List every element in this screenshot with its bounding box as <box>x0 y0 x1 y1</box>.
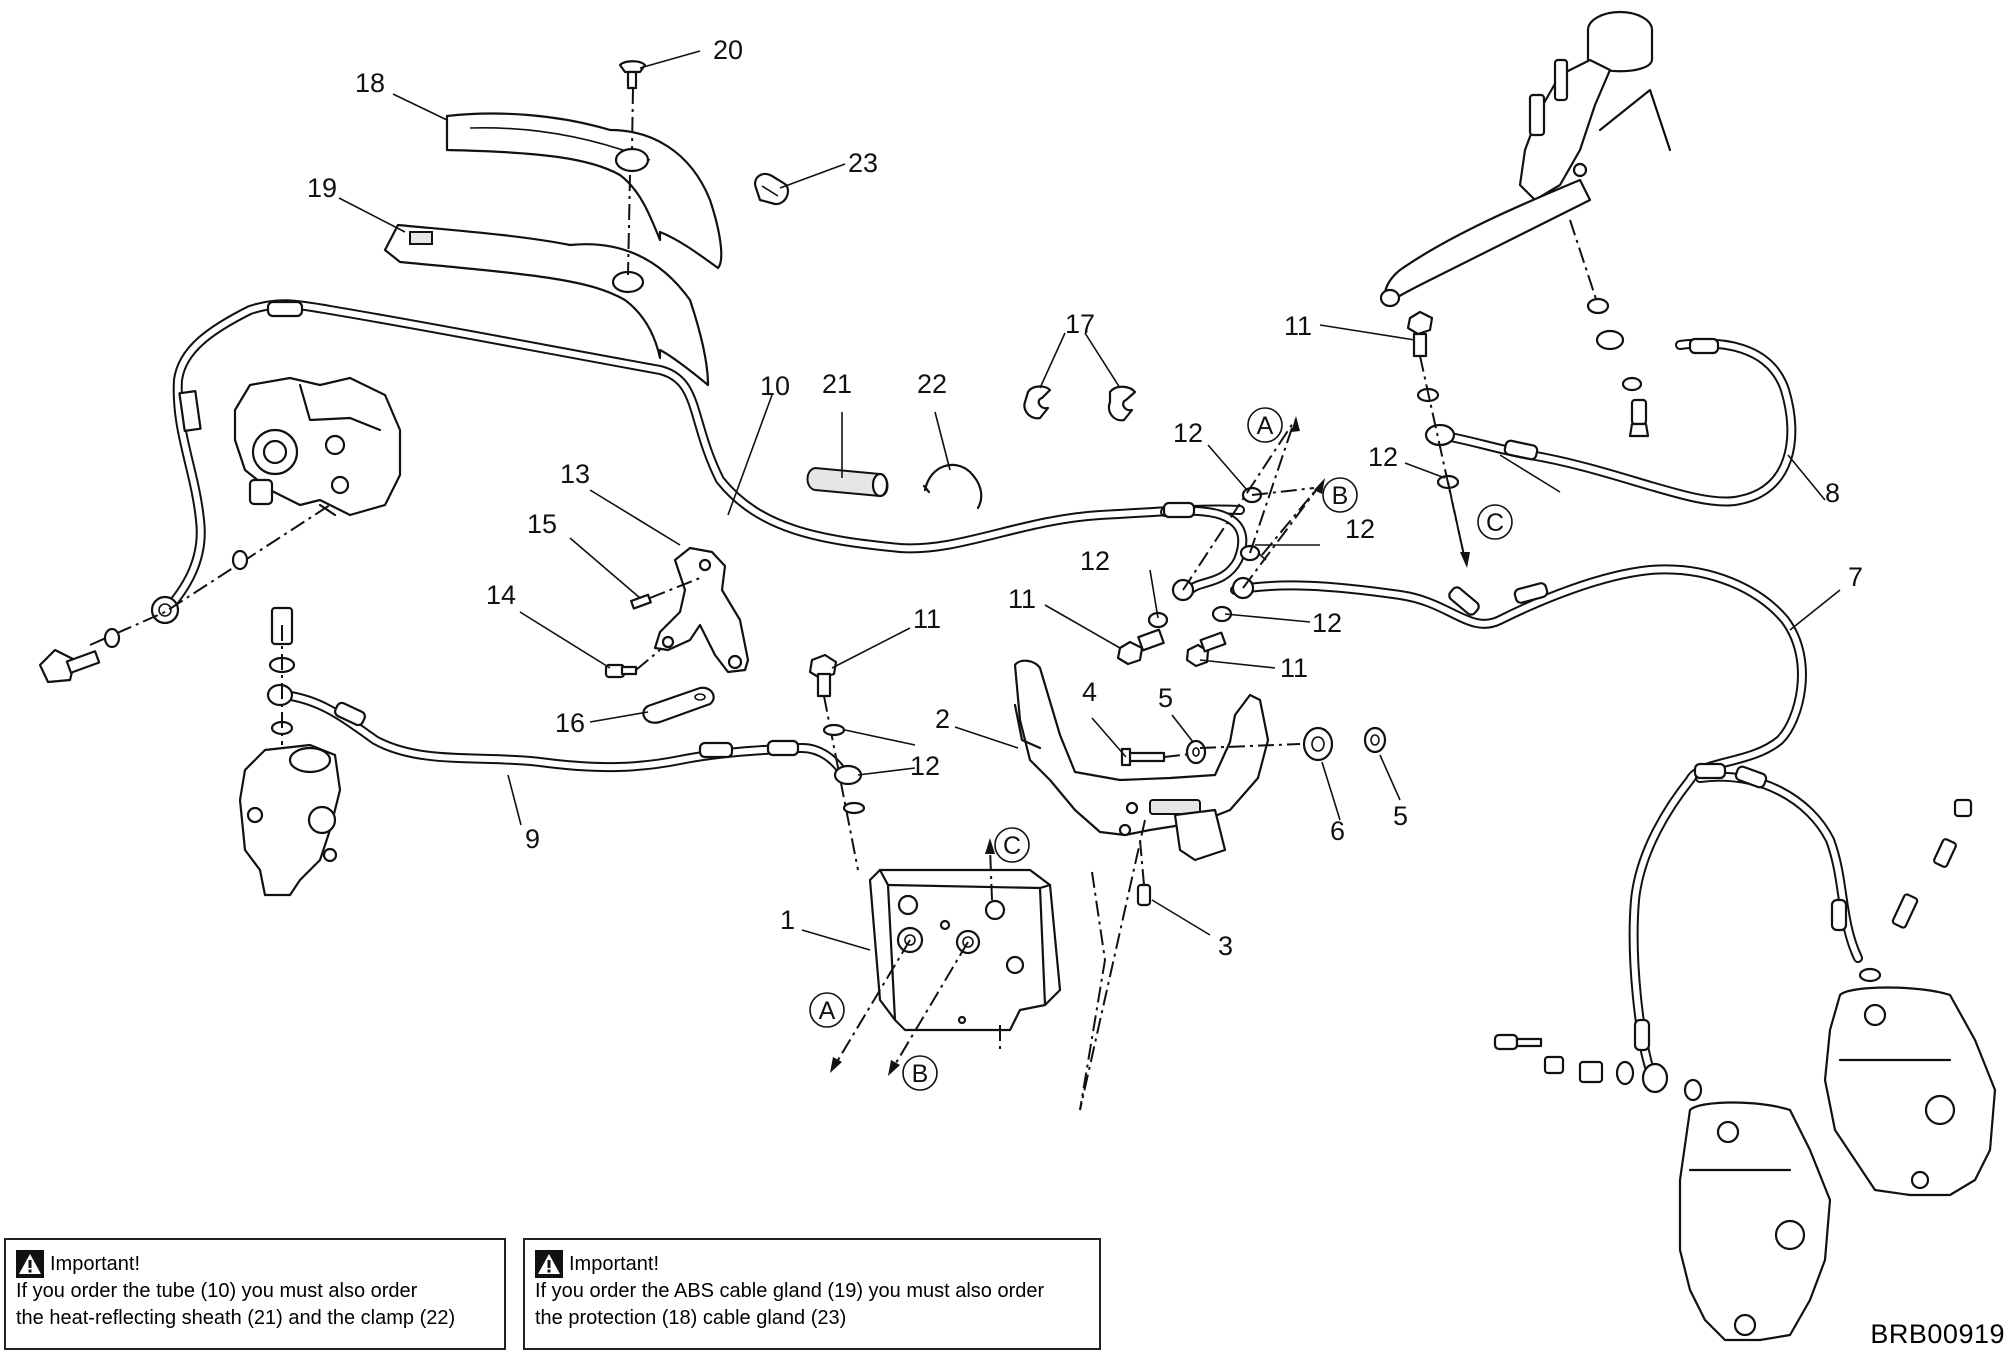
callout-14: 14 <box>486 580 516 610</box>
callout-3: 3 <box>1218 931 1233 961</box>
washer-5a <box>1185 739 1207 765</box>
rear-caliper <box>233 376 402 517</box>
protection-18 <box>445 112 723 270</box>
notice-header: Important! <box>16 1250 494 1278</box>
banjo-bolt-11-right <box>1406 310 1466 561</box>
clip-16 <box>642 686 715 724</box>
notice-text: If you order the ABS cable gland (19) yo… <box>535 1280 1045 1329</box>
banjo-bolt-11-left <box>808 653 866 871</box>
abs-bracket-2 <box>1013 659 1270 862</box>
clamp-23 <box>754 172 790 206</box>
callout-19: 19 <box>307 173 337 203</box>
screw-3 <box>1136 839 1152 907</box>
callout-5b: 5 <box>1393 801 1408 831</box>
rear-master-cylinder <box>238 606 342 897</box>
washer-5b <box>1363 726 1387 754</box>
drawing-code: BRB00919 <box>1870 1319 2005 1349</box>
grommet-6 <box>1199 726 1334 762</box>
callout-15: 15 <box>527 509 557 539</box>
callout-23: 23 <box>848 148 878 178</box>
svg-text:C: C <box>1486 509 1504 537</box>
callout-18: 18 <box>355 68 385 98</box>
front-caliper-right <box>1823 986 1997 1197</box>
notice-header: Important! <box>535 1250 1089 1278</box>
connection-letter-c-bottom: C <box>994 827 1030 863</box>
svg-text:B: B <box>912 1060 929 1088</box>
abs-control-unit-1 <box>868 868 1062 1032</box>
rear-caliper-banjo <box>38 504 331 684</box>
callout-12f: 12 <box>910 751 940 781</box>
screw-14 <box>604 649 661 679</box>
leader-lines <box>338 50 1841 951</box>
callout-12e: 12 <box>1312 608 1342 638</box>
svg-text:C: C <box>1003 832 1021 860</box>
notice-text: If you order the tube (10) you must also… <box>16 1280 456 1329</box>
brake-line-10 <box>160 299 1248 617</box>
callout-1: 1 <box>780 905 795 935</box>
callout-21: 21 <box>822 369 852 399</box>
connection-letter-a-bottom: A <box>809 992 845 1028</box>
callout-10: 10 <box>760 371 790 401</box>
svg-text:A: A <box>819 997 836 1025</box>
brake-line-8 <box>1435 337 1797 507</box>
callout-11d: 11 <box>1280 653 1308 683</box>
callout-7: 7 <box>1848 562 1863 592</box>
callout-12b: 12 <box>1368 442 1398 472</box>
svg-text:A: A <box>1257 412 1274 440</box>
front-master-cylinder <box>1379 10 1672 438</box>
callout-16: 16 <box>555 708 585 738</box>
callout-17: 17 <box>1065 309 1095 339</box>
callout-20: 20 <box>713 35 743 65</box>
svg-text:B: B <box>1332 482 1349 510</box>
front-caliper-left <box>1678 1101 1832 1342</box>
callout-13: 13 <box>560 459 590 489</box>
brake-line-9 <box>280 690 850 780</box>
clamp-22 <box>922 463 983 510</box>
connection-arrows <box>830 416 1470 1111</box>
connection-letter-c-top: C <box>1477 504 1513 540</box>
callout-11c: 11 <box>1008 584 1036 614</box>
warning-triangle-icon <box>16 1250 44 1278</box>
callout-12c: 12 <box>1345 514 1375 544</box>
connection-letter-a-top: A <box>1247 407 1283 443</box>
screw-20 <box>618 60 647 276</box>
callout-12a: 12 <box>1173 418 1203 448</box>
warning-triangle-icon <box>535 1250 563 1278</box>
connection-letter-b-top: B <box>1322 477 1358 513</box>
callout-22: 22 <box>917 369 947 399</box>
important-notice-cable-gland: Important! If you order the ABS cable gl… <box>523 1238 1101 1350</box>
connection-letter-b-bottom: B <box>902 1055 938 1091</box>
heat-sheath-21 <box>806 466 889 498</box>
clips-17 <box>1023 385 1137 422</box>
callout-6: 6 <box>1330 816 1345 846</box>
callout-8: 8 <box>1825 478 1840 508</box>
abs-cable-gland-19 <box>383 223 710 387</box>
callout-5a: 5 <box>1158 683 1173 713</box>
callout-11b: 11 <box>913 604 941 634</box>
callout-2: 2 <box>935 704 950 734</box>
callout-11a: 11 <box>1284 311 1312 341</box>
brake-line-7 <box>1230 564 1863 1075</box>
bleed-screws-front <box>1493 798 1973 1102</box>
callout-12d: 12 <box>1080 546 1110 576</box>
important-notice-tube: Important! If you order the tube (10) yo… <box>4 1238 506 1350</box>
callout-4: 4 <box>1082 677 1097 707</box>
notice-title: Important! <box>569 1252 660 1275</box>
bracket-13 <box>653 546 750 674</box>
callout-9: 9 <box>525 824 540 854</box>
notice-title: Important! <box>50 1252 141 1275</box>
